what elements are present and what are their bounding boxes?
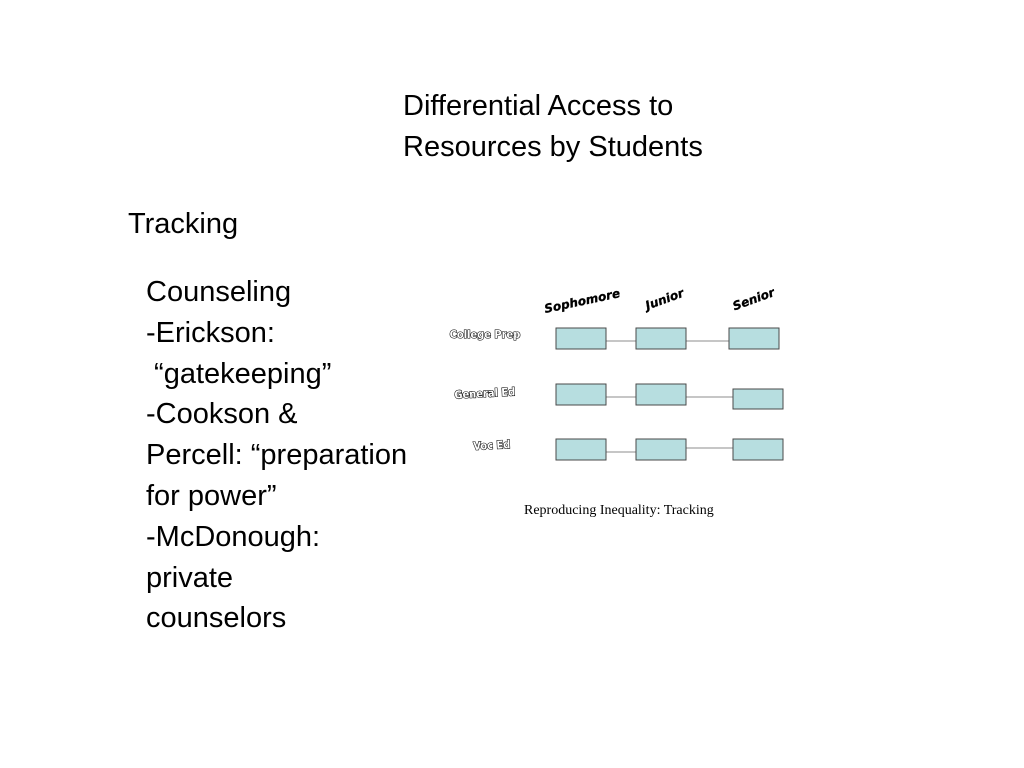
counseling-line: “gatekeeping”	[146, 357, 332, 390]
track-box-college-prep-junior	[635, 327, 687, 350]
counseling-line: for power”	[146, 479, 277, 512]
counseling-line: counselors	[146, 602, 287, 635]
track-box-college-prep-sophomore	[555, 327, 607, 350]
diagram-caption: Reproducing Inequality: Tracking	[524, 503, 714, 518]
slide-title: Differential Access to Resources by Stud…	[403, 86, 823, 168]
counseling-line: -McDonough:	[146, 520, 321, 553]
column-label-junior: Junior	[642, 285, 687, 313]
row-label-general-ed: General Ed	[454, 385, 515, 401]
row-label-voc-ed: Voc Ed	[473, 438, 511, 453]
row-label-college-prep: College Prep	[450, 328, 521, 341]
slide-title-line: Differential Access to	[403, 90, 674, 122]
track-box-voc-ed-sophomore	[555, 438, 607, 461]
counseling-line: -Cookson &	[146, 398, 298, 431]
track-box-college-prep-senior	[728, 327, 780, 350]
counseling-line: -Erickson:	[146, 316, 275, 349]
track-box-general-ed-senior	[732, 388, 784, 410]
tracking-heading: Tracking	[128, 208, 239, 240]
track-box-general-ed-sophomore	[555, 383, 607, 406]
slide-title-line: Resources by Students	[403, 131, 703, 163]
counseling-line: Percell: “preparation	[146, 439, 408, 472]
track-box-voc-ed-junior	[635, 438, 687, 461]
counseling-text: Counseling -Erickson: “gatekeeping” -Coo…	[146, 272, 476, 639]
counseling-line: private	[146, 561, 234, 594]
column-label-senior: Senior	[731, 285, 778, 313]
track-box-general-ed-junior	[635, 383, 687, 406]
column-label-sophomore: Sophomore	[543, 286, 621, 316]
track-box-voc-ed-senior	[732, 438, 784, 461]
counseling-line: Counseling	[146, 276, 292, 308]
